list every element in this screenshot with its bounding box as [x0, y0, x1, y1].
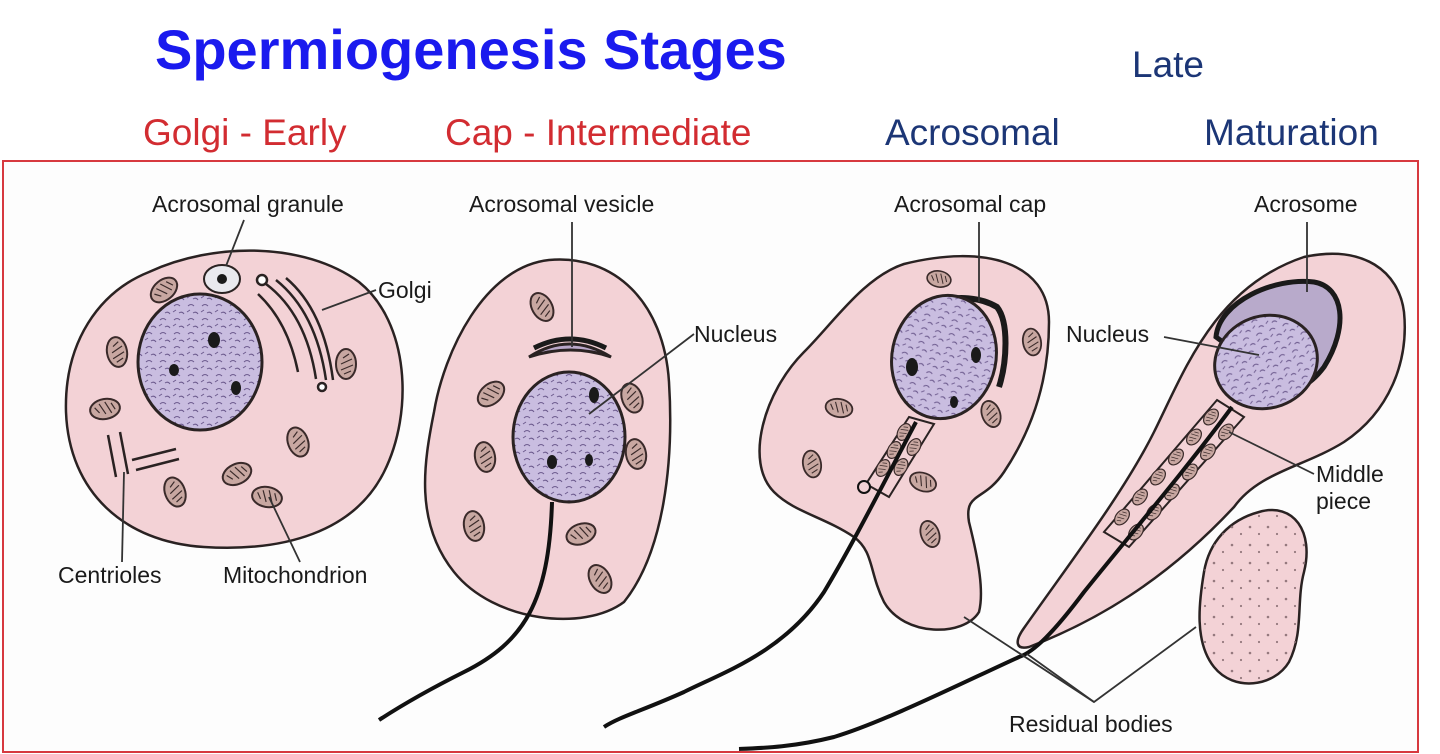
label-middle: Middle: [1316, 461, 1384, 487]
flagellum-maturation-cell: [738, 405, 1234, 751]
label-nucleus-cap: Nucleus: [694, 321, 777, 347]
label-golgi: Golgi: [378, 277, 432, 303]
label-acrosomal-vesicle: Acrosomal vesicle: [469, 191, 654, 217]
stage-label-acrosomal: Acrosomal: [885, 112, 1060, 153]
leader-lines: [121, 219, 1315, 704]
nucleus-maturation-cell: [1213, 313, 1319, 411]
stage-label-late: Late: [1132, 44, 1205, 85]
cap-stage-cell: [377, 258, 672, 722]
label-centrioles: Centrioles: [58, 562, 162, 588]
label-acrosomal-cap: Acrosomal cap: [894, 191, 1046, 217]
spermiogenesis-diagram: Acrosomal granule Golgi Centrioles Mitoc…: [58, 191, 1406, 751]
stage-label-golgi-early: Golgi - Early: [143, 112, 347, 153]
stage-label-cap-intermediate: Cap - Intermediate: [445, 112, 752, 153]
golgi-apparatus: [255, 273, 335, 393]
label-nucleus-maturation: Nucleus: [1066, 321, 1149, 347]
acrosomal-vesicle: [528, 342, 612, 359]
stage-label-maturation: Maturation: [1204, 112, 1379, 153]
mitochondrial-sheath-acrosomal: [864, 415, 936, 499]
maturation-stage-cell: [738, 252, 1406, 751]
golgi-stage-cell: [64, 249, 404, 549]
nucleus-acrosomal-cell: [890, 293, 998, 421]
centrioles: [106, 431, 180, 478]
label-acrosome: Acrosome: [1254, 191, 1358, 217]
label-piece: piece: [1316, 488, 1371, 514]
flagellum-cap-cell: [377, 501, 554, 722]
label-mitochondrion: Mitochondrion: [223, 562, 367, 588]
flagellum-acrosomal-cell: [602, 421, 918, 729]
label-residual-bodies: Residual bodies: [1009, 711, 1173, 737]
nucleus-cap-cell: [511, 370, 627, 504]
label-acrosomal-granule: Acrosomal granule: [152, 191, 344, 217]
diagram-frame: Acrosomal granule Golgi Centrioles Mitoc…: [2, 160, 1419, 753]
acrosomal-stage-cell: [602, 254, 1051, 729]
slide-title: Spermiogenesis Stages: [155, 18, 787, 81]
nucleus-golgi-cell: [136, 292, 264, 432]
